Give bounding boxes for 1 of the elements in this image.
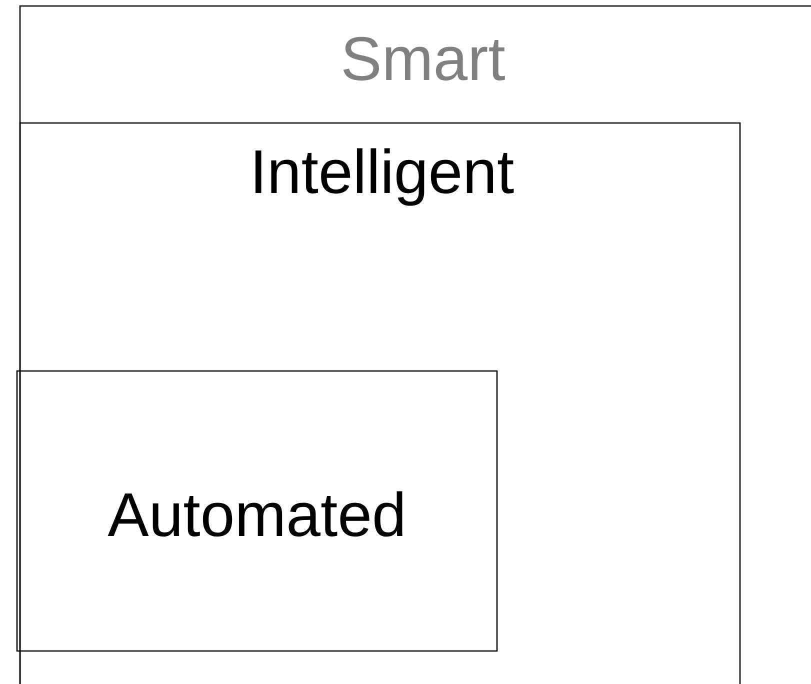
- core-box: Automated: [16, 370, 498, 652]
